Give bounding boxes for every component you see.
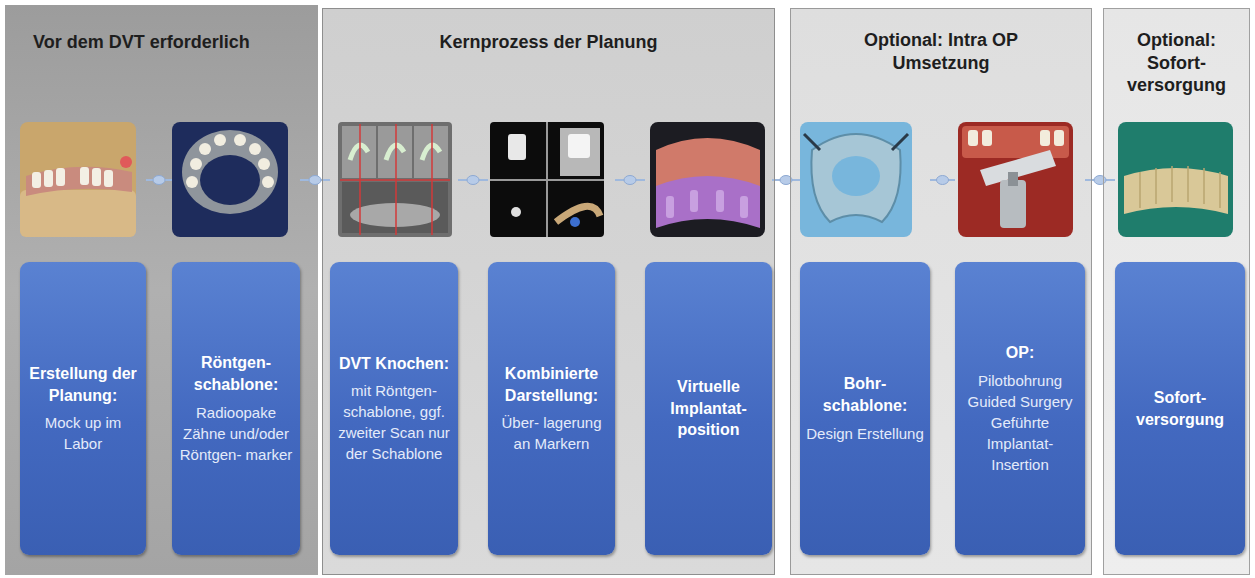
box-body-text: Design Erstellung xyxy=(806,423,924,444)
box-content: Bohr- schablone: Design Erstellung xyxy=(800,262,930,555)
box-content: Kombinierte Darstellung: Über- lagerung a… xyxy=(488,262,615,555)
box-heading: Bohr- schablone: xyxy=(806,373,924,416)
xray-template-photo xyxy=(172,122,288,237)
flow-connector xyxy=(1085,176,1115,185)
connector-bead xyxy=(937,176,949,185)
phase-panel: Optional: Sofort- versorgungSofort- vers… xyxy=(1103,8,1250,575)
panel-heading: Optional: Sofort- versorgung xyxy=(1117,29,1237,97)
phase-panel: Kernprozess der PlanungDVT Knochen: mit R… xyxy=(322,8,775,575)
box-heading: Erstellung der Planung: xyxy=(26,363,140,406)
box-heading: Virtuelle Implantat- position xyxy=(651,376,766,441)
process-box: DVT Knochen: mit Röntgen- schablone, ggf.… xyxy=(330,262,458,555)
connector-bead xyxy=(1094,176,1106,185)
panel-ground xyxy=(322,8,775,575)
process-box: Röntgen- schablone: Radioopake Zähne und/… xyxy=(172,262,300,555)
surgery-photo xyxy=(958,122,1073,237)
flow-connector xyxy=(772,176,800,185)
box-content: Sofort- versorgung xyxy=(1115,262,1245,555)
panel-heading: Kernprozess der Planung xyxy=(323,31,774,54)
panel-heading: Vor dem DVT erforderlich xyxy=(5,31,318,54)
box-body-text: Über- lagerung an Markern xyxy=(494,412,609,454)
box-content: DVT Knochen: mit Röntgen- schablone, ggf.… xyxy=(330,262,458,555)
box-heading: DVT Knochen: xyxy=(339,353,449,375)
flow-connector xyxy=(615,176,645,185)
box-content: Röntgen- schablone: Radioopake Zähne und/… xyxy=(172,262,300,555)
connector-bead xyxy=(309,176,321,185)
phase-panel: Optional: Intra OP UmsetzungBohr- schabl… xyxy=(790,8,1092,575)
process-box: OP: Pilotbohrung Guided Surgery Geführte … xyxy=(955,262,1085,555)
panel-ground xyxy=(1103,8,1250,575)
combined-view-photo xyxy=(490,122,604,237)
box-body-text: Radioopake Zähne und/oder Röntgen- marke… xyxy=(178,402,294,465)
flow-connector xyxy=(146,176,172,185)
panel-ground xyxy=(5,5,318,575)
box-heading: Röntgen- schablone: xyxy=(178,352,294,395)
box-body-text: Mock up im Labor xyxy=(26,412,140,454)
flow-connector xyxy=(300,176,330,185)
phase-panel: Vor dem DVT erforderlichErstellung der P… xyxy=(5,5,318,575)
process-box: Sofort- versorgung xyxy=(1115,262,1245,555)
box-heading: Sofort- versorgung xyxy=(1121,387,1239,430)
connector-bead xyxy=(624,176,636,185)
process-box: Erstellung der Planung: Mock up im Labor xyxy=(20,262,146,555)
connector-bead xyxy=(153,176,165,185)
box-heading: Kombinierte Darstellung: xyxy=(494,363,609,406)
box-content: OP: Pilotbohrung Guided Surgery Geführte … xyxy=(955,262,1085,555)
box-content: Virtuelle Implantat- position xyxy=(645,262,772,555)
box-heading: OP: xyxy=(1006,342,1034,364)
flow-connector xyxy=(458,176,488,185)
panel-heading: Optional: Intra OP Umsetzung xyxy=(846,29,1036,74)
virtual-planning-photo xyxy=(650,122,765,237)
box-body-text: Pilotbohrung Guided Surgery Geführte Imp… xyxy=(961,370,1079,475)
restoration-photo xyxy=(1118,122,1233,237)
panel-ground xyxy=(790,8,1092,575)
drill-template-photo xyxy=(800,122,912,237)
box-content: Erstellung der Planung: Mock up im Labor xyxy=(20,262,146,555)
process-box: Virtuelle Implantat- position xyxy=(645,262,772,555)
process-box: Kombinierte Darstellung: Über- lagerung a… xyxy=(488,262,615,555)
process-box: Bohr- schablone: Design Erstellung xyxy=(800,262,930,555)
cbct-photo xyxy=(338,122,452,237)
mockup-photo xyxy=(20,122,136,237)
box-body-text: mit Röntgen- schablone, ggf. zweiter Sca… xyxy=(336,380,452,464)
connector-bead xyxy=(467,176,479,185)
flow-connector xyxy=(930,176,955,185)
